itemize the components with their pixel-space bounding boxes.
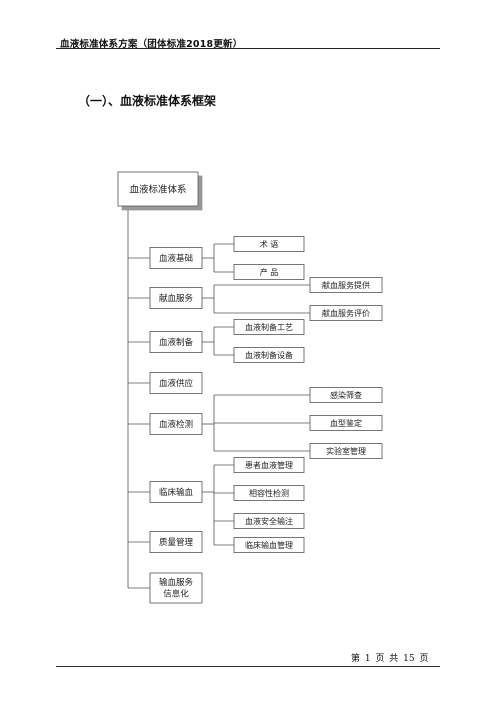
category-node-label: 质量管理 [159, 537, 194, 548]
child-node: 临床输血管理 [233, 537, 305, 553]
category-node: 血液基础 [149, 247, 203, 269]
footer-divider [56, 666, 440, 667]
category-node-label: 血液基础 [159, 253, 193, 264]
child-node-label: 血型鉴定 [330, 418, 362, 428]
category-node-frame [149, 372, 203, 394]
child-node-label: 献血服务评价 [322, 308, 370, 318]
category-node-frame [149, 572, 203, 604]
category-node: 献血服务 [149, 287, 203, 309]
child-node: 产 品 [233, 264, 305, 280]
root-node-label: 血液标准体系 [129, 183, 186, 195]
child-node-label: 产 品 [260, 267, 279, 277]
child-node-frame [233, 513, 305, 529]
child-node-label: 术 语 [260, 239, 279, 249]
child-node-frame [233, 236, 305, 252]
child-node-label: 感染筛查 [330, 390, 362, 400]
section-title: （一）、血液标准体系框架 [78, 94, 217, 108]
child-node: 血型鉴定 [309, 415, 383, 431]
category-node-frame [149, 247, 203, 269]
root-node-frame [117, 171, 199, 207]
child-node-frame [309, 415, 383, 431]
category-node-label: 临床输血 [159, 487, 194, 498]
child-node: 术 语 [233, 236, 305, 252]
category-node: 血液制备 [149, 331, 203, 353]
child-node-frame [233, 264, 305, 280]
child-node-frame [233, 537, 305, 553]
category-node-frame [149, 531, 203, 553]
category-node-label: 血液检测 [159, 419, 193, 430]
category-node: 临床输血 [149, 481, 203, 503]
category-node-label: 献血服务 [159, 293, 194, 304]
child-node-frame [233, 457, 305, 473]
child-node-frame [309, 387, 383, 403]
child-node: 献血服务评价 [309, 305, 383, 321]
child-node-label: 实验室管理 [326, 446, 366, 456]
child-node: 感染筛查 [309, 387, 383, 403]
child-node: 患者血液管理 [233, 457, 305, 473]
child-node-label: 血液安全输注 [245, 516, 293, 526]
child-node-label: 相容性检测 [249, 488, 289, 498]
child-node: 实验室管理 [309, 443, 383, 459]
page-header-title: 血液标准体系方案（团体标准2018更新） [60, 39, 243, 50]
child-node-label: 血液制备工艺 [245, 322, 293, 332]
header-divider [56, 48, 440, 49]
root-node: 血液标准体系 [117, 171, 199, 207]
category-node-label: 血液制备 [159, 337, 194, 348]
category-node-frame [149, 331, 203, 353]
child-node: 血液制备工艺 [233, 319, 305, 335]
child-node-frame [309, 305, 383, 321]
child-node: 血液制备设备 [233, 347, 305, 363]
category-node: 血液检测 [149, 413, 203, 435]
child-node: 相容性检测 [233, 485, 305, 501]
page-number: 第 1 页 共 15 页 [351, 654, 429, 664]
category-node-frame [149, 287, 203, 309]
category-node-frame [149, 413, 203, 435]
child-node-frame [309, 443, 383, 459]
category-node-label: 血液供应 [159, 378, 194, 389]
child-node-frame [233, 319, 305, 335]
child-node-label: 临床输血管理 [245, 540, 293, 550]
category-node-frame [149, 481, 203, 503]
category-node-label: 信息化 [163, 589, 189, 600]
child-node: 血液安全输注 [233, 513, 305, 529]
child-node-frame [309, 277, 383, 293]
child-node-frame [233, 347, 305, 363]
category-node-label: 输血服务 [159, 577, 194, 588]
child-node: 献血服务提供 [309, 277, 383, 293]
category-node: 血液供应 [149, 372, 203, 394]
child-node-label: 血液制备设备 [245, 350, 293, 360]
child-node-frame [233, 485, 305, 501]
diagram-connectors [127, 206, 310, 589]
category-node: 质量管理 [149, 531, 203, 553]
child-node-label: 献血服务提供 [322, 280, 370, 290]
child-node-label: 患者血液管理 [245, 460, 293, 470]
